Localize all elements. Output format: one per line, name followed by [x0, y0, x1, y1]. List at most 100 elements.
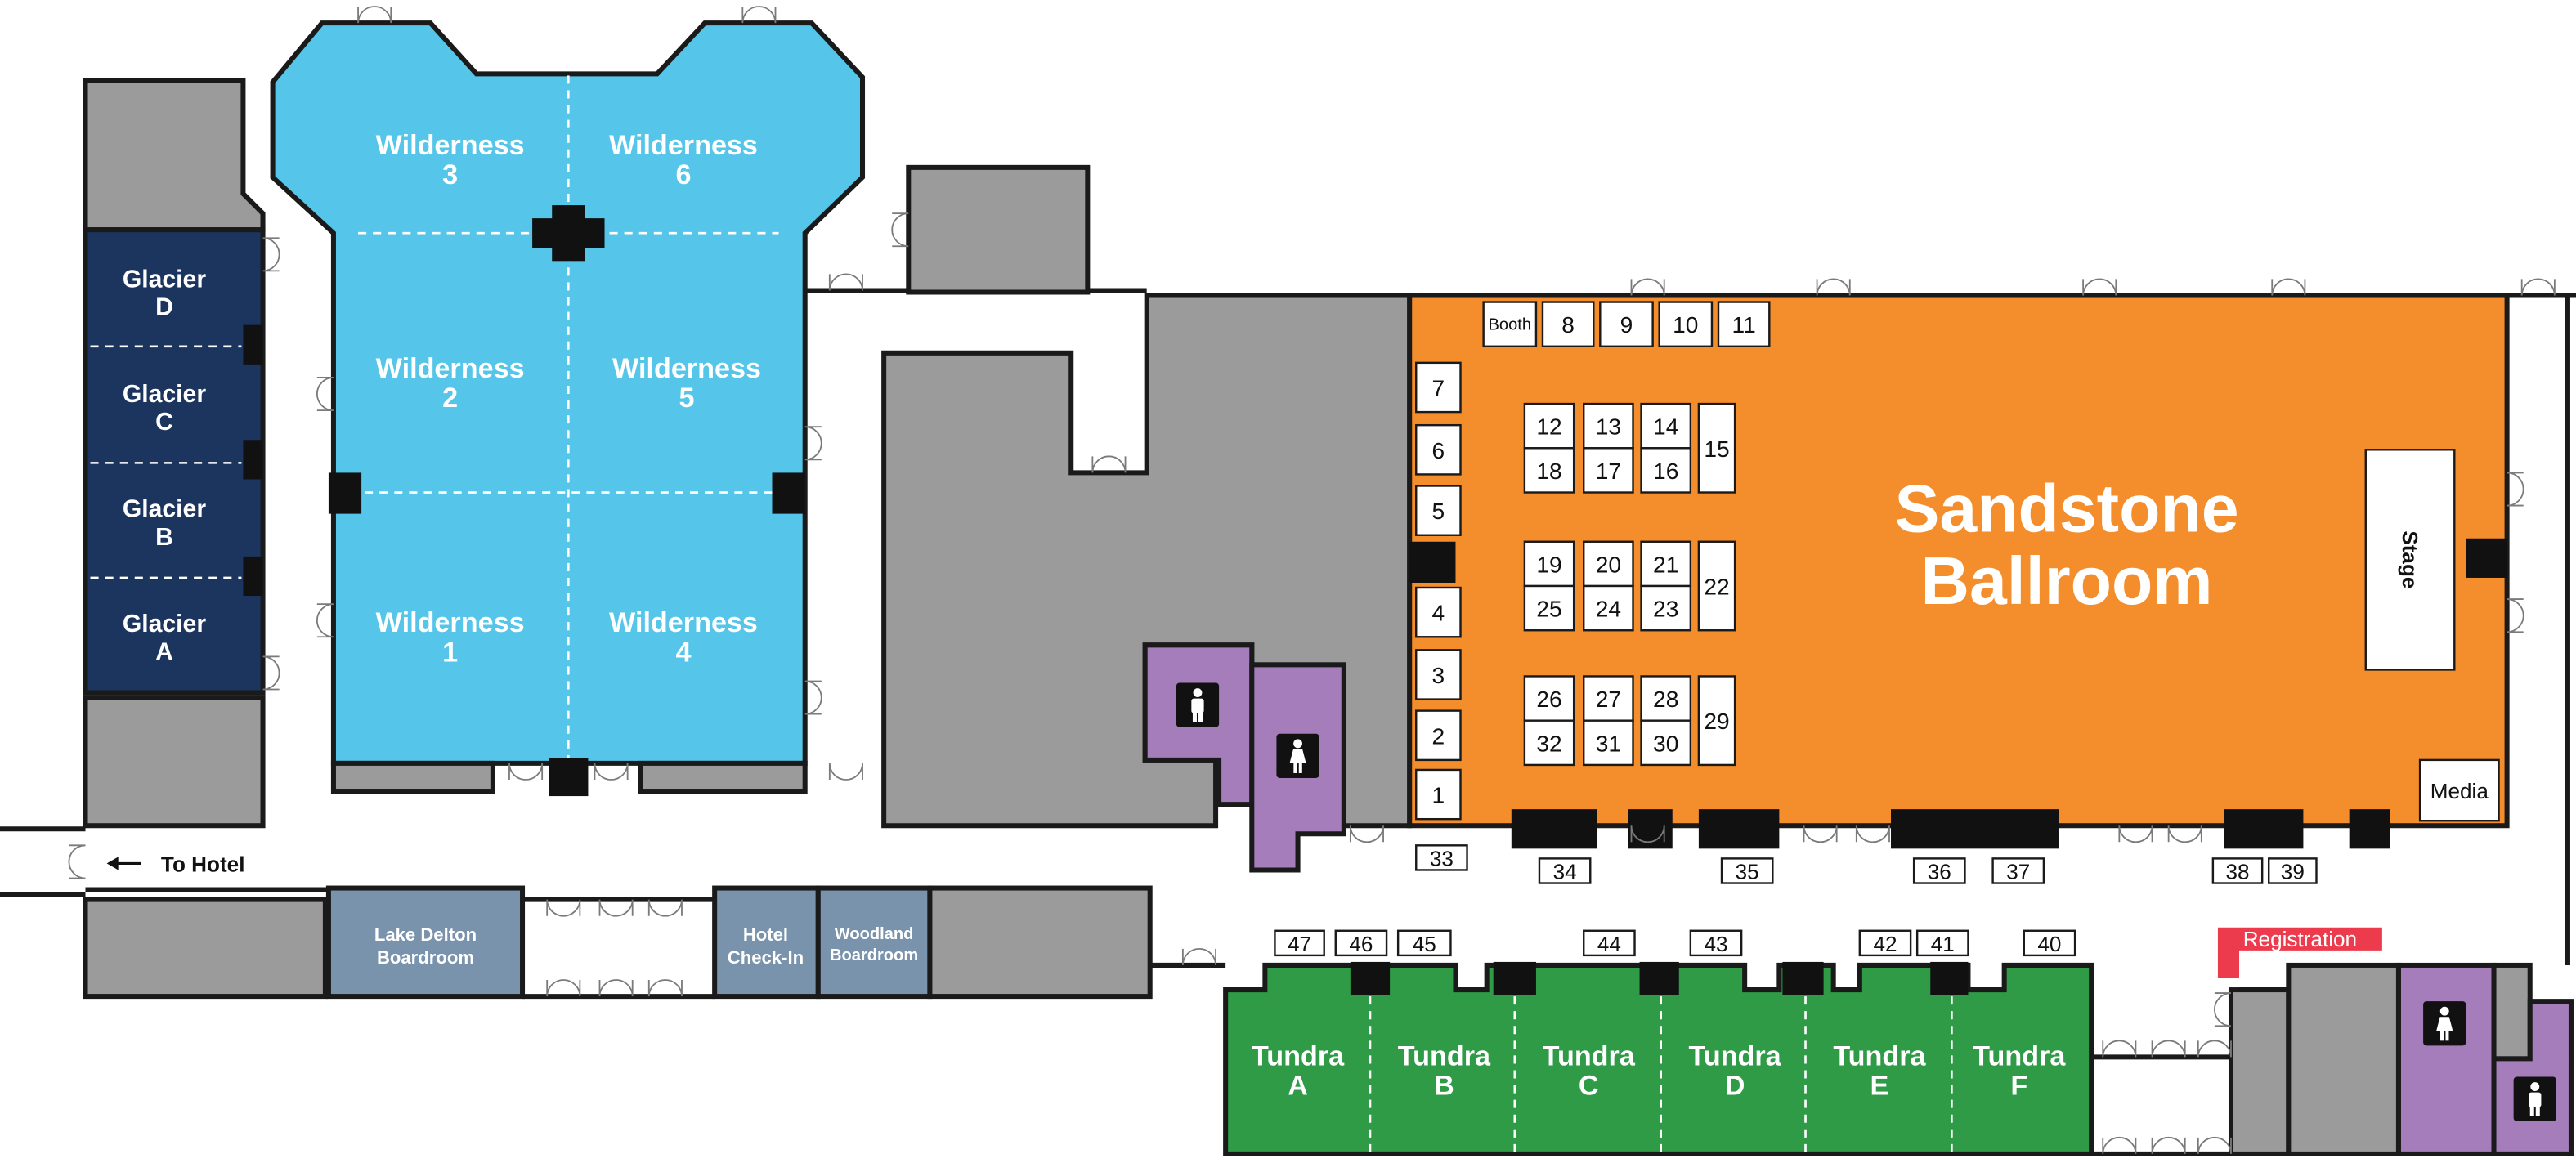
- booth-46[interactable]: 46: [1334, 929, 1388, 957]
- booth-18[interactable]: 18: [1523, 447, 1575, 494]
- booth-14[interactable]: 14: [1640, 402, 1692, 450]
- booth-number: 31: [1596, 731, 1621, 756]
- booth-16[interactable]: 16: [1640, 447, 1692, 494]
- booth-17[interactable]: 17: [1583, 447, 1634, 494]
- booth-41[interactable]: 41: [1915, 929, 1969, 957]
- booth-box: [1583, 929, 1636, 957]
- door-swing: [1816, 278, 1851, 296]
- tundra-rooms[interactable]: [1223, 962, 2094, 1156]
- booth-number: 26: [1536, 687, 1561, 712]
- booth-30[interactable]: 30: [1640, 719, 1692, 767]
- booth-24[interactable]: 24: [1583, 584, 1634, 632]
- booth-1[interactable]: 1: [1415, 768, 1462, 821]
- booth-40[interactable]: 40: [2023, 929, 2076, 957]
- booth-35[interactable]: 35: [1720, 857, 1774, 884]
- booth-37[interactable]: 37: [1991, 857, 2045, 884]
- door-swing: [2507, 598, 2524, 633]
- booth-39[interactable]: 39: [2268, 857, 2318, 884]
- booth-number: 3: [1432, 663, 1445, 688]
- booth-number: 12: [1536, 414, 1561, 440]
- service-area-east-3: [2491, 962, 2533, 1062]
- booth-47[interactable]: 47: [1274, 929, 1325, 957]
- booth-27[interactable]: 27: [1583, 675, 1634, 722]
- door-swing: [804, 426, 822, 461]
- booth-6[interactable]: 6: [1415, 423, 1462, 476]
- booth-7[interactable]: 7: [1415, 361, 1462, 414]
- booth-box: [1523, 719, 1575, 767]
- booth-box: [1415, 485, 1462, 536]
- booth-box: [1640, 675, 1692, 722]
- booth-42[interactable]: 42: [1858, 929, 1912, 957]
- tundra-doors: [1350, 961, 1969, 995]
- booth-12[interactable]: 12: [1523, 402, 1575, 450]
- lake-delton-boardroom[interactable]: [325, 885, 526, 1000]
- door-swing: [598, 899, 634, 917]
- booth-44[interactable]: 44: [1583, 929, 1636, 957]
- booth-22[interactable]: 22: [1697, 540, 1736, 632]
- booth-33[interactable]: 33: [1415, 844, 1468, 871]
- booth-box: [1415, 361, 1462, 414]
- booth-28[interactable]: 28: [1640, 675, 1692, 722]
- booth-25[interactable]: 25: [1523, 584, 1575, 632]
- room-letter: D: [155, 294, 173, 321]
- booth-box: [1415, 586, 1462, 638]
- booth-box: [1915, 929, 1969, 957]
- door-swing: [2167, 825, 2202, 843]
- booth-5[interactable]: 5: [1415, 485, 1462, 536]
- booth-number: 9: [1620, 312, 1633, 338]
- door-swing: [1630, 825, 1665, 843]
- room-name: Glacier: [123, 611, 206, 637]
- room-letter: B: [1434, 1071, 1454, 1102]
- booth-26[interactable]: 26: [1523, 675, 1575, 722]
- room-name: Wilderness: [609, 130, 758, 161]
- booth-45[interactable]: 45: [1396, 929, 1452, 957]
- booth-box: [1912, 857, 1966, 884]
- glacier-rooms[interactable]: [83, 227, 266, 696]
- restroom-women-east[interactable]: [2395, 962, 2497, 1156]
- booth-2[interactable]: 2: [1415, 709, 1462, 762]
- booth-number: 29: [1704, 709, 1729, 734]
- stage[interactable]: [2364, 449, 2456, 671]
- booth-29[interactable]: 29: [1697, 675, 1736, 767]
- booth-38[interactable]: 38: [2211, 857, 2264, 884]
- door-swing: [2151, 1136, 2186, 1154]
- media-booth[interactable]: [2418, 758, 2500, 822]
- booth-32[interactable]: 32: [1523, 719, 1575, 767]
- booth-15[interactable]: 15: [1697, 402, 1736, 494]
- booth-36[interactable]: 36: [1912, 857, 1966, 884]
- door-swing: [316, 603, 334, 638]
- door-swing: [262, 655, 280, 691]
- service-area-bottom-left-lower: [83, 897, 328, 1000]
- booth-9[interactable]: 9: [1599, 301, 1654, 347]
- booth-31[interactable]: 31: [1583, 719, 1634, 767]
- booth-20[interactable]: 20: [1583, 540, 1634, 588]
- booth-number: 23: [1653, 597, 1678, 622]
- booth-23[interactable]: 23: [1640, 584, 1692, 632]
- service-area-top-left: [83, 78, 266, 233]
- booth-3[interactable]: 3: [1415, 649, 1462, 700]
- door-swing: [647, 979, 683, 997]
- woodland-boardroom[interactable]: [815, 885, 933, 1000]
- door-swing: [2102, 1040, 2137, 1058]
- booth-19[interactable]: 19: [1523, 540, 1575, 588]
- door-swing: [1091, 455, 1127, 473]
- booth-43[interactable]: 43: [1689, 929, 1743, 957]
- booth-11[interactable]: 11: [1717, 301, 1771, 347]
- booth-box: [1482, 301, 1538, 347]
- booth-13[interactable]: 13: [1583, 402, 1634, 450]
- booth-generic[interactable]: Booth: [1482, 301, 1538, 347]
- registration-desk[interactable]: [2217, 927, 2382, 979]
- booth-4[interactable]: 4: [1415, 586, 1462, 638]
- booth-34[interactable]: 34: [1538, 857, 1592, 884]
- service-area-bottom-center: [927, 885, 1153, 1000]
- room-letter: C: [155, 409, 173, 436]
- booth-8[interactable]: 8: [1541, 301, 1595, 347]
- booth-number: 22: [1704, 575, 1729, 600]
- booth-box: [1523, 402, 1575, 450]
- booth-21[interactable]: 21: [1640, 540, 1692, 588]
- service-area-east-2: [2286, 962, 2401, 1156]
- booth-10[interactable]: 10: [1658, 301, 1714, 347]
